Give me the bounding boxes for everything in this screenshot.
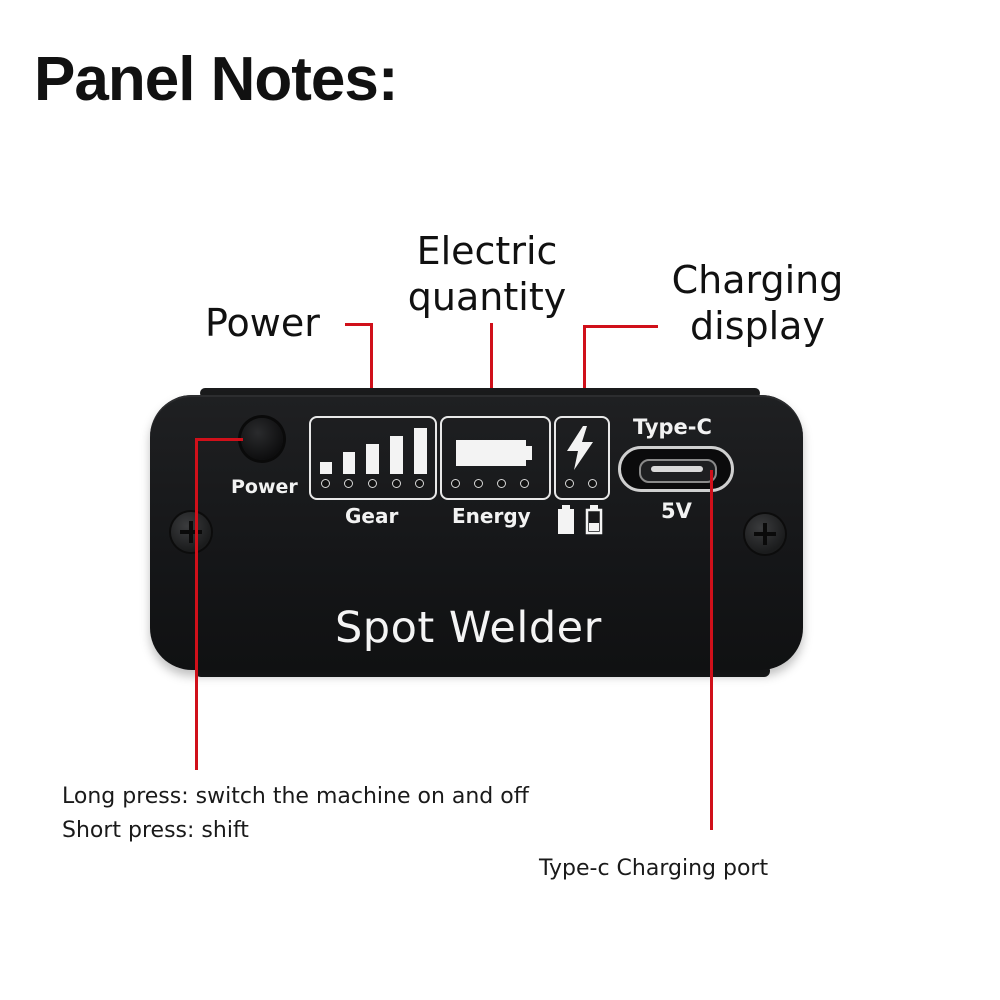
brand-name: Spot Welder <box>335 603 602 653</box>
energy-led-2 <box>474 479 483 488</box>
callout-charging-line1: Charging <box>671 258 844 302</box>
gear-bar-1 <box>320 462 332 474</box>
voltage-label: 5V <box>661 499 692 523</box>
gear-led-5 <box>415 479 424 488</box>
gear-bar-4 <box>390 436 403 474</box>
device-power-label: Power <box>231 476 298 498</box>
device-top-ridge <box>200 388 760 398</box>
gear-bar-3 <box>366 444 379 474</box>
charging-led-1 <box>565 479 574 488</box>
battery-icon <box>456 440 526 466</box>
charging-led-2 <box>588 479 597 488</box>
typec-label: Type-C <box>633 415 712 439</box>
gear-led-1 <box>321 479 330 488</box>
callout-electric-quantity: Electric quantity <box>402 228 572 320</box>
callout-power: Power <box>205 300 320 346</box>
energy-label: Energy <box>452 504 531 528</box>
gear-bar-5 <box>414 428 427 474</box>
callout-charging-line2: display <box>690 304 825 348</box>
long-press-note: Long press: switch the machine on and of… <box>62 784 529 809</box>
gear-bar-2 <box>343 452 355 474</box>
charging-indicator-frame <box>554 416 610 500</box>
charging-port-leader <box>710 470 713 830</box>
charging-port-note: Type-c Charging port <box>539 856 769 881</box>
power-button-leader-vertical <box>195 438 198 770</box>
power-button[interactable] <box>241 418 283 460</box>
battery-empty-icon <box>585 505 603 535</box>
electric-leader <box>490 323 493 438</box>
lightning-bolt-icon <box>567 426 593 470</box>
usb-c-port-icon[interactable] <box>618 446 734 492</box>
battery-full-icon <box>558 505 574 534</box>
gear-led-3 <box>368 479 377 488</box>
energy-led-1 <box>451 479 460 488</box>
power-button-leader-horizontal <box>195 438 243 441</box>
power-leader-horizontal <box>345 323 372 326</box>
callout-charging-display: Charging display <box>665 257 850 349</box>
energy-indicator-frame <box>440 416 551 500</box>
charging-leader-vertical <box>583 325 586 415</box>
callout-electric-line1: Electric <box>416 229 558 273</box>
gear-led-4 <box>392 479 401 488</box>
charging-leader-horizontal <box>583 325 658 328</box>
left-screw-icon <box>171 512 211 552</box>
gear-label: Gear <box>345 504 399 528</box>
right-screw-icon <box>745 514 785 554</box>
battery-tip <box>526 446 532 460</box>
gear-led-2 <box>344 479 353 488</box>
energy-led-4 <box>520 479 529 488</box>
page-title: Panel Notes: <box>34 45 399 114</box>
callout-power-label: Power <box>205 301 320 345</box>
power-leader-vertical <box>370 323 373 435</box>
callout-electric-line2: quantity <box>407 275 567 319</box>
gear-indicator-frame <box>309 416 437 500</box>
power-button-notes: Long press: switch the machine on and of… <box>62 780 529 848</box>
short-press-note: Short press: shift <box>62 818 249 843</box>
energy-led-3 <box>497 479 506 488</box>
